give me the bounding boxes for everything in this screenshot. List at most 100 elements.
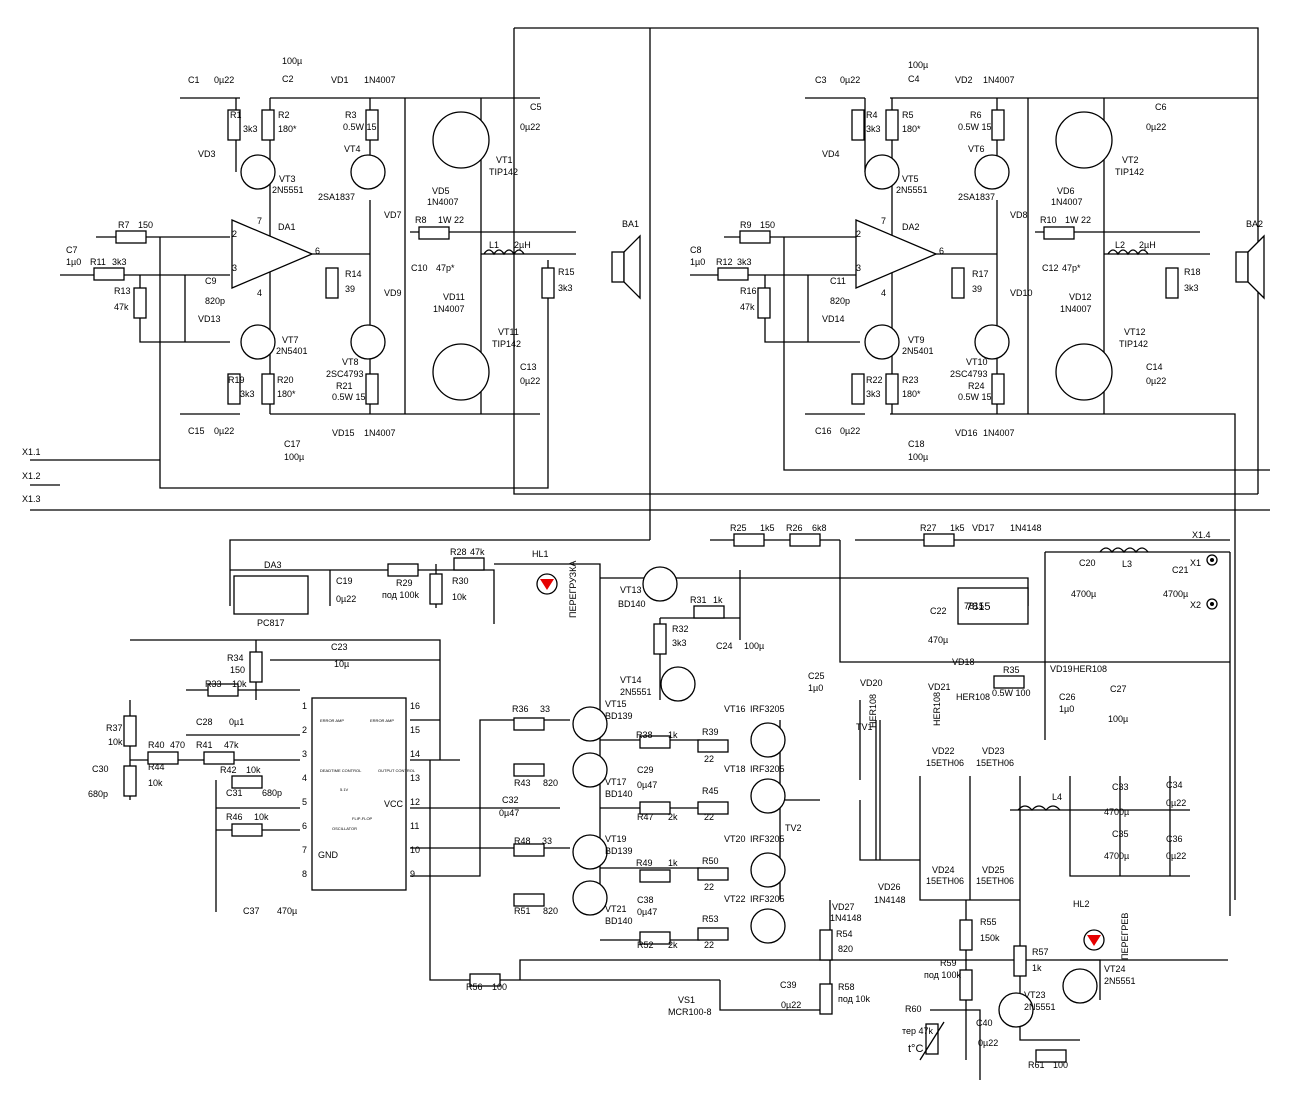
component-label: R3	[345, 110, 357, 120]
component-label: R61	[1028, 1060, 1045, 1070]
component-label: R32	[672, 624, 689, 634]
component-label: R58	[838, 982, 855, 992]
component-label: C16	[815, 426, 832, 436]
component-label: 0µ1	[229, 717, 244, 727]
component-label: 2N5551	[1024, 1002, 1056, 1012]
component-label: 10k	[108, 737, 123, 747]
component-label: DA1	[278, 222, 296, 232]
component-label: R40	[148, 740, 165, 750]
component-label: 10µ	[334, 659, 349, 669]
component-label: R43	[514, 778, 531, 788]
component-label: 100	[1053, 1060, 1068, 1070]
component-label: VT21	[605, 904, 627, 914]
component-label: 1µ0	[808, 683, 823, 693]
component-label: VD22	[932, 746, 955, 756]
component-label: 820	[838, 944, 853, 954]
component-label: 0.5W 15	[958, 122, 992, 132]
component-label: R9	[740, 220, 752, 230]
component-label: 470µ	[277, 906, 297, 916]
component-label: 180*	[278, 124, 297, 134]
component-label: 2N5551	[1104, 976, 1136, 986]
component-label: под 100k	[924, 970, 961, 980]
component-label: 2SA1837	[318, 192, 355, 202]
component-label: R11	[90, 257, 106, 267]
component-label: VD6	[1057, 186, 1075, 196]
component-label: C24	[716, 641, 733, 651]
component-label: VT11	[498, 327, 519, 337]
component-label: IRF3205	[750, 704, 785, 714]
component-label: R1	[230, 110, 242, 120]
component-label: C7	[66, 245, 78, 255]
component-label: 22	[704, 882, 714, 892]
component-label: 1N4148	[874, 895, 906, 905]
component-label: 7815	[964, 601, 984, 611]
component-label: VD13	[198, 314, 221, 324]
component-label: 2µH	[514, 240, 531, 250]
ic-inner-label: DEADTIME CONTROL	[320, 768, 362, 773]
component-label: PC817	[257, 618, 285, 628]
component-label: 1k5	[950, 523, 965, 533]
component-label: 100µ	[1108, 714, 1128, 724]
component-label: DA2	[902, 222, 920, 232]
component-label: 100µ	[284, 452, 304, 462]
component-label: 2N5401	[902, 346, 934, 356]
regulator-label: 7815	[966, 601, 990, 613]
component-label: C35	[1112, 829, 1129, 839]
component-label: 3k3	[558, 283, 573, 293]
component-label: R54	[836, 929, 853, 939]
component-label: R19	[228, 375, 245, 385]
component-label: C26	[1059, 692, 1076, 702]
component-label: VD9	[384, 288, 402, 298]
component-label: VS1	[678, 995, 695, 1005]
component-label: 2N5401	[276, 346, 308, 356]
component-label: 6	[302, 821, 307, 831]
opamp-da1	[231, 219, 314, 289]
component-label: 39	[972, 284, 982, 294]
component-label: VD14	[822, 314, 845, 324]
component-label: R16	[740, 286, 757, 296]
component-label: 33	[542, 836, 552, 846]
component-label: VD18	[952, 657, 975, 667]
component-label: 1k	[668, 730, 678, 740]
component-label: X1.3	[22, 494, 41, 504]
component-label: VT9	[908, 335, 925, 345]
component-label: 1N4007	[983, 428, 1015, 438]
component-label: VD26	[878, 882, 901, 892]
component-label: L3	[1122, 559, 1132, 569]
component-label: R12	[716, 257, 733, 267]
component-label: TV1	[856, 722, 873, 732]
component-label: C34	[1166, 780, 1183, 790]
component-label: 1N4007	[1060, 304, 1092, 314]
component-label: VT5	[902, 174, 919, 184]
component-label: 100	[492, 982, 507, 992]
component-label: VT2	[1122, 155, 1139, 165]
component-label: 1N4007	[364, 75, 396, 85]
component-label: 12	[410, 797, 420, 807]
component-label: C1	[188, 75, 200, 85]
component-label: C28	[196, 717, 213, 727]
component-label: C15	[188, 426, 205, 436]
component-label: 4	[881, 288, 886, 298]
component-label: 150k	[980, 933, 1000, 943]
component-label: 13	[410, 773, 420, 783]
ic-inner-label: ERROR AMP	[320, 718, 344, 723]
component-label: R59	[940, 958, 957, 968]
component-label: 3k3	[112, 257, 127, 267]
component-label: R38	[636, 730, 653, 740]
component-label: VD17	[972, 523, 995, 533]
component-label: VD24	[932, 865, 955, 875]
component-label: VD25	[982, 865, 1005, 875]
component-label: 1k5	[760, 523, 775, 533]
component-label: 100µ	[282, 56, 302, 66]
regulator-7815	[957, 587, 1029, 625]
component-label: 2SA1837	[958, 192, 995, 202]
component-label: 1N4007	[427, 197, 459, 207]
component-label: 47p*	[436, 263, 455, 273]
component-label: R46	[226, 812, 243, 822]
component-label: VT16	[724, 704, 746, 714]
component-label: 1N4007	[364, 428, 396, 438]
component-label: 2	[232, 229, 237, 239]
component-label: R41	[196, 740, 213, 750]
component-label: R15	[558, 267, 575, 277]
